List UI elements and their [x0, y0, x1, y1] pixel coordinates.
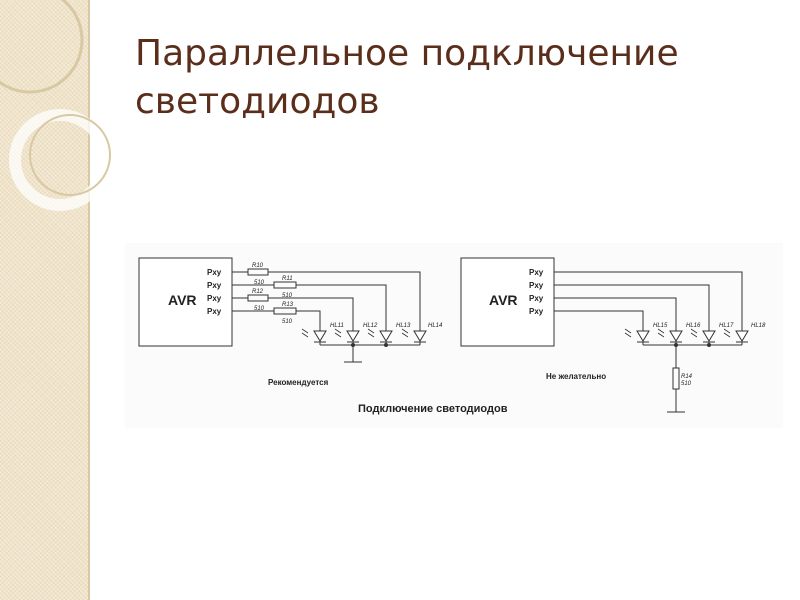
led-hl12 — [346, 330, 360, 345]
led-label: HL12 — [363, 323, 378, 329]
left-pin-label: Pxy — [207, 281, 222, 290]
led-label: HL18 — [751, 323, 766, 329]
led-label: HL16 — [686, 323, 701, 329]
decorative-sidebar — [0, 0, 90, 600]
slide-title: Параллельное подключение светодиодов — [135, 33, 679, 122]
led-label: HL11 — [330, 323, 344, 329]
decorative-circles — [0, 0, 111, 211]
left-mcu-label: AVR — [168, 292, 197, 308]
resistor-value: 510 — [254, 306, 265, 312]
right-pin-label: Pxy — [529, 268, 544, 277]
resistor-ref: R10 — [252, 263, 264, 269]
resistor-ref: R13 — [282, 302, 294, 308]
led-label: HL14 — [428, 323, 443, 329]
junction-dots — [351, 343, 711, 347]
led-label: HL15 — [653, 323, 668, 329]
right-pin-label: Pxy — [529, 281, 544, 290]
left-pin-label: Pxy — [207, 307, 222, 316]
right-note: Не желательно — [546, 372, 606, 381]
right-pin-label: Pxy — [529, 307, 544, 316]
resistor-value: 510 — [254, 280, 265, 286]
led-hl13 — [379, 330, 393, 345]
light-arrows — [301, 328, 731, 338]
resistor-ref: R14 — [681, 374, 693, 380]
diagram-caption: Подключение светодиодов — [358, 403, 508, 415]
resistor-value: 510 — [282, 319, 293, 325]
resistor-value: 510 — [282, 293, 293, 299]
led-label: HL17 — [719, 323, 734, 329]
right-mcu-label: AVR — [489, 292, 518, 308]
circuit-diagram: AVR Pxy Pxy Pxy Pxy R10 510 R11 510 R12 … — [125, 243, 783, 428]
led-hl11 — [313, 330, 327, 345]
led-hl14 — [413, 330, 427, 345]
resistor-value: 510 — [681, 381, 692, 387]
left-pin-label: Pxy — [207, 294, 222, 303]
resistor-ref: R11 — [282, 276, 293, 282]
left-pin-label: Pxy — [207, 268, 222, 277]
left-note: Рекомендуется — [268, 378, 329, 387]
led-hl18 — [735, 330, 749, 345]
led-label: HL13 — [396, 323, 411, 329]
resistor-ref: R12 — [252, 289, 264, 295]
right-pin-label: Pxy — [529, 294, 544, 303]
led-hl15 — [636, 330, 650, 345]
